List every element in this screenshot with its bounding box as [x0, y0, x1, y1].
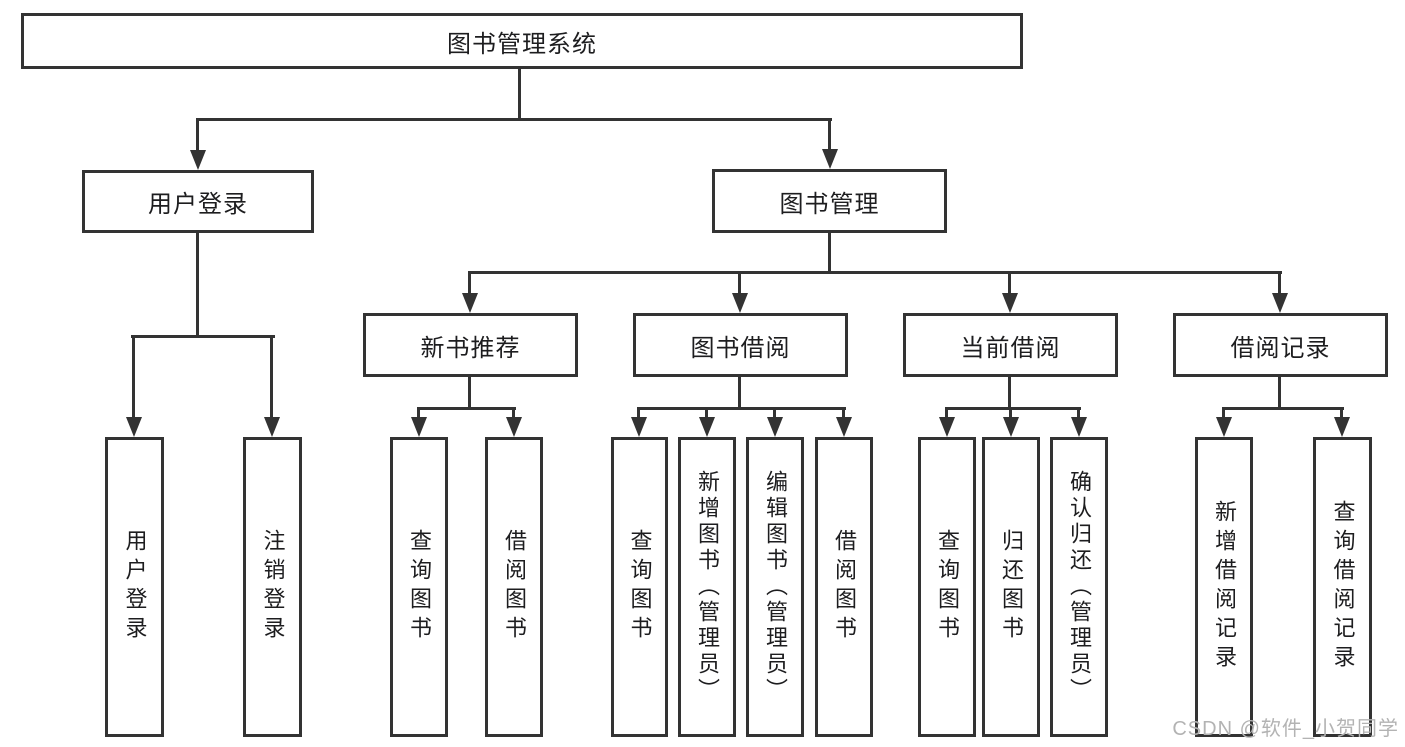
leaf-query-books-current: 查询图书	[918, 437, 976, 737]
arrowhead-return-books	[1003, 417, 1019, 437]
arrowhead-query-books-current	[939, 417, 955, 437]
connector-to-borrow-books-borrowing	[842, 407, 845, 420]
leaf-borrow-books-recommend: 借阅图书	[485, 437, 543, 737]
node-book-management-label: 图书管理	[779, 190, 880, 218]
connector-borrowing-stem	[738, 377, 741, 410]
connector-to-leaf-logout	[270, 335, 273, 419]
leaf-borrow-books-recommend-label: 借阅图书	[502, 529, 527, 645]
leaf-user-login: 用户登录	[105, 437, 164, 737]
leaf-edit-book-admin-label: 编辑图书（管理员）	[763, 470, 788, 704]
leaf-query-borrow-record: 查询借阅记录	[1313, 437, 1372, 737]
leaf-add-book-admin-label: 新增图书（管理员）	[695, 470, 720, 704]
connector-current-stem	[1008, 377, 1011, 410]
arrowhead-add-borrow-record	[1216, 417, 1232, 437]
connector-recommend-bar	[417, 407, 516, 410]
connector-to-leaf-user-login	[132, 335, 135, 419]
arrowhead-query-books-borrowing	[631, 417, 647, 437]
connector-to-add-book-admin	[705, 407, 708, 420]
connector-records-bar	[1222, 407, 1344, 410]
leaf-add-book-admin: 新增图书（管理员）	[678, 437, 736, 737]
leaf-user-login-label: 用户登录	[122, 529, 148, 645]
node-borrow-records: 借阅记录	[1173, 313, 1388, 377]
arrowhead-query-books-recommend	[411, 417, 427, 437]
leaf-add-borrow-record-label: 新增借阅记录	[1212, 500, 1237, 674]
connector-current-bar	[945, 407, 1081, 410]
arrowhead-borrow-records	[1272, 293, 1288, 313]
node-book-borrowing-label: 图书借阅	[690, 334, 791, 362]
leaf-edit-book-admin: 编辑图书（管理员）	[746, 437, 804, 737]
arrowhead-confirm-return-admin	[1071, 417, 1087, 437]
connector-to-edit-book-admin	[773, 407, 776, 420]
node-new-book-recommend-label: 新书推荐	[420, 334, 521, 362]
leaf-return-books-label: 归还图书	[999, 529, 1024, 645]
connector-book-management-bar	[468, 271, 1282, 274]
leaf-confirm-return-admin-label: 确认归还（管理员）	[1067, 470, 1092, 704]
arrowhead-edit-book-admin	[767, 417, 783, 437]
leaf-borrow-books-borrowing: 借阅图书	[815, 437, 873, 737]
connector-to-new-book-recommend	[468, 271, 471, 297]
leaf-return-books: 归还图书	[982, 437, 1040, 737]
connector-to-current-borrowing	[1008, 271, 1011, 297]
node-root: 图书管理系统	[21, 13, 1023, 69]
leaf-add-borrow-record: 新增借阅记录	[1195, 437, 1253, 737]
leaf-query-books-borrowing: 查询图书	[611, 437, 668, 737]
connector-records-stem	[1278, 377, 1281, 410]
leaf-query-borrow-record-label: 查询借阅记录	[1330, 500, 1356, 674]
arrowhead-leaf-user-login	[126, 417, 142, 437]
arrowhead-leaf-logout	[264, 417, 280, 437]
connector-to-book-borrowing	[738, 271, 741, 297]
arrowhead-current-borrowing	[1002, 293, 1018, 313]
node-book-management: 图书管理	[712, 169, 947, 233]
node-borrow-records-label: 借阅记录	[1230, 334, 1331, 362]
arrowhead-user-login	[190, 150, 206, 170]
connector-to-borrow-books-recommend	[512, 407, 515, 420]
arrowhead-book-borrowing	[732, 293, 748, 313]
connector-book-management-stem	[828, 233, 831, 274]
arrowhead-add-book-admin	[699, 417, 715, 437]
connector-user-login-stem	[196, 233, 199, 337]
node-user-login: 用户登录	[82, 170, 314, 233]
node-user-login-label: 用户登录	[148, 191, 248, 218]
node-current-borrowing-label: 当前借阅	[960, 334, 1061, 362]
arrowhead-new-book-recommend	[462, 293, 478, 313]
arrowhead-book-management	[822, 149, 838, 169]
connector-root-stem	[518, 69, 521, 120]
connector-to-book-management	[828, 118, 831, 151]
leaf-logout: 注销登录	[243, 437, 302, 737]
node-current-borrowing: 当前借阅	[903, 313, 1118, 377]
connector-to-add-borrow-record	[1222, 407, 1225, 420]
leaf-borrow-books-borrowing-label: 借阅图书	[832, 529, 857, 645]
connector-to-query-books-borrowing	[637, 407, 640, 420]
connector-to-user-login	[196, 118, 199, 152]
connector-borrowing-bar	[637, 407, 846, 410]
leaf-query-books-recommend-label: 查询图书	[407, 529, 432, 645]
connector-to-query-borrow-record	[1340, 407, 1343, 420]
node-root-label: 图书管理系统	[447, 30, 597, 58]
leaf-query-books-current-label: 查询图书	[935, 529, 960, 645]
connector-recommend-stem	[468, 377, 471, 410]
csdn-watermark: CSDN @软件_小贺同学	[1172, 718, 1399, 740]
leaf-query-books-borrowing-label: 查询图书	[627, 529, 653, 645]
connector-root-bar	[196, 118, 832, 121]
arrowhead-query-borrow-record	[1334, 417, 1350, 437]
leaf-query-books-recommend: 查询图书	[390, 437, 448, 737]
node-new-book-recommend: 新书推荐	[363, 313, 578, 377]
connector-to-query-books-recommend	[417, 407, 420, 420]
node-book-borrowing: 图书借阅	[633, 313, 848, 377]
connector-to-query-books-current	[945, 407, 948, 420]
connector-user-login-bar	[131, 335, 275, 338]
leaf-confirm-return-admin: 确认归还（管理员）	[1050, 437, 1108, 737]
leaf-logout-label: 注销登录	[260, 529, 286, 645]
arrowhead-borrow-books-recommend	[506, 417, 522, 437]
connector-to-borrow-records	[1278, 271, 1281, 297]
connector-to-confirm-return-admin	[1077, 407, 1080, 420]
arrowhead-borrow-books-borrowing	[836, 417, 852, 437]
connector-to-return-books	[1009, 407, 1012, 420]
